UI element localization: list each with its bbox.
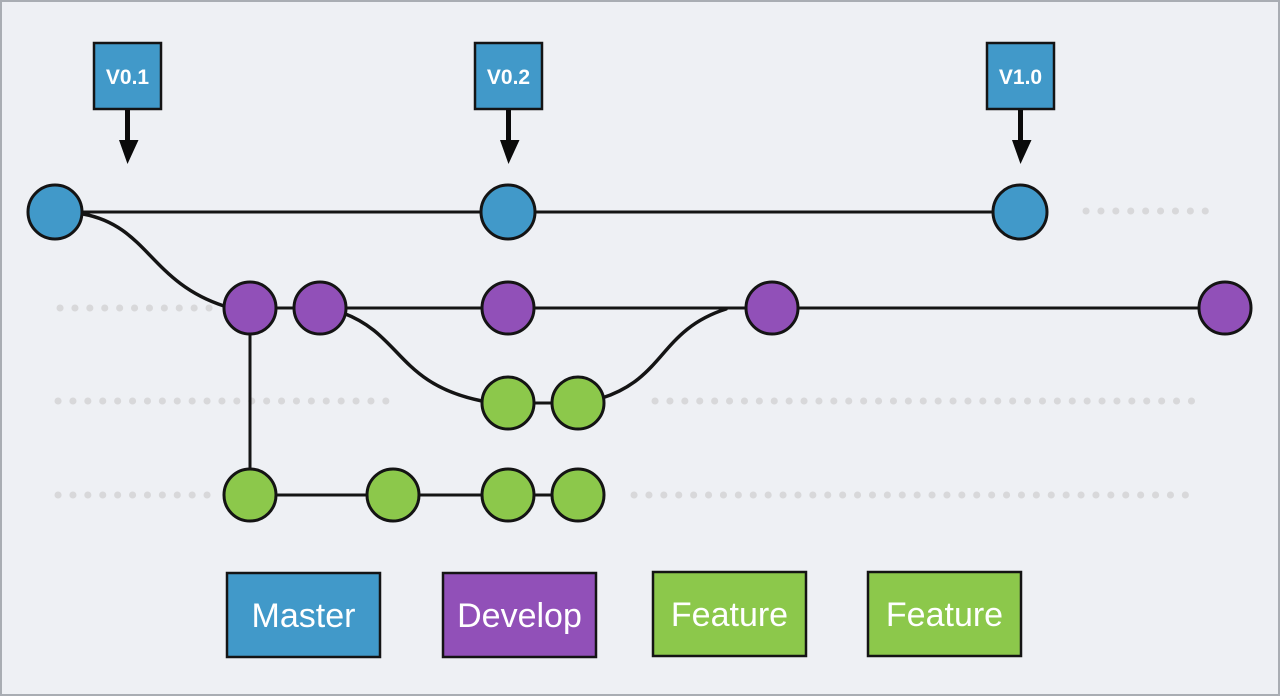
- version-tag-box: [985, 41, 1056, 111]
- down-arrow-icon: [1012, 110, 1032, 164]
- commit-node-develop: [480, 280, 536, 336]
- commit-node-feature-upper: [550, 375, 606, 431]
- legend-box-master: [225, 571, 382, 659]
- commit-node-develop: [1197, 280, 1253, 336]
- commit-layer: [26, 183, 1253, 523]
- commit-node-master: [479, 183, 537, 241]
- legend-box-develop: [441, 571, 598, 659]
- legend-item-master: Master: [225, 571, 382, 659]
- version-tag-v02: V0.2: [473, 41, 544, 164]
- legend: Master Develop Feature Feature: [225, 570, 1023, 659]
- version-tag-v01: V0.1: [92, 41, 163, 164]
- legend-label-master: Master: [252, 597, 356, 635]
- version-tag-v10: V1.0: [985, 41, 1056, 164]
- version-tag-label: V0.2: [487, 66, 530, 89]
- commit-node-feature-lower: [365, 467, 421, 523]
- legend-item-feature-1: Feature: [651, 570, 808, 658]
- commit-node-master: [991, 183, 1049, 241]
- legend-box-feature-2: [866, 570, 1023, 658]
- legend-label-feature-2: Feature: [886, 596, 1003, 634]
- legend-item-feature-2: Feature: [866, 570, 1023, 658]
- commit-node-master: [26, 183, 84, 241]
- feature-upper-to-develop-merge-curve: [600, 307, 728, 400]
- commit-node-develop: [744, 280, 800, 336]
- commit-node-feature-lower: [480, 467, 536, 523]
- master-to-develop-branch-curve: [81, 212, 226, 308]
- legend-item-develop: Develop: [441, 571, 598, 659]
- commit-node-feature-lower: [550, 467, 606, 523]
- legend-label-feature-1: Feature: [671, 596, 788, 634]
- commit-node-feature-lower: [222, 467, 278, 523]
- version-tag-box: [473, 41, 544, 111]
- commit-node-feature-upper: [480, 375, 536, 431]
- version-tag-label: V1.0: [999, 66, 1042, 89]
- commit-node-develop: [222, 280, 278, 336]
- down-arrow-icon: [500, 110, 520, 164]
- develop-to-feature-upper-branch-curve: [341, 311, 484, 403]
- legend-label-develop: Develop: [457, 597, 582, 635]
- version-tag-label: V0.1: [106, 66, 150, 89]
- legend-box-feature-1: [651, 570, 808, 658]
- commit-node-develop: [292, 280, 348, 336]
- version-tag-box: [92, 41, 163, 111]
- down-arrow-icon: [119, 110, 139, 164]
